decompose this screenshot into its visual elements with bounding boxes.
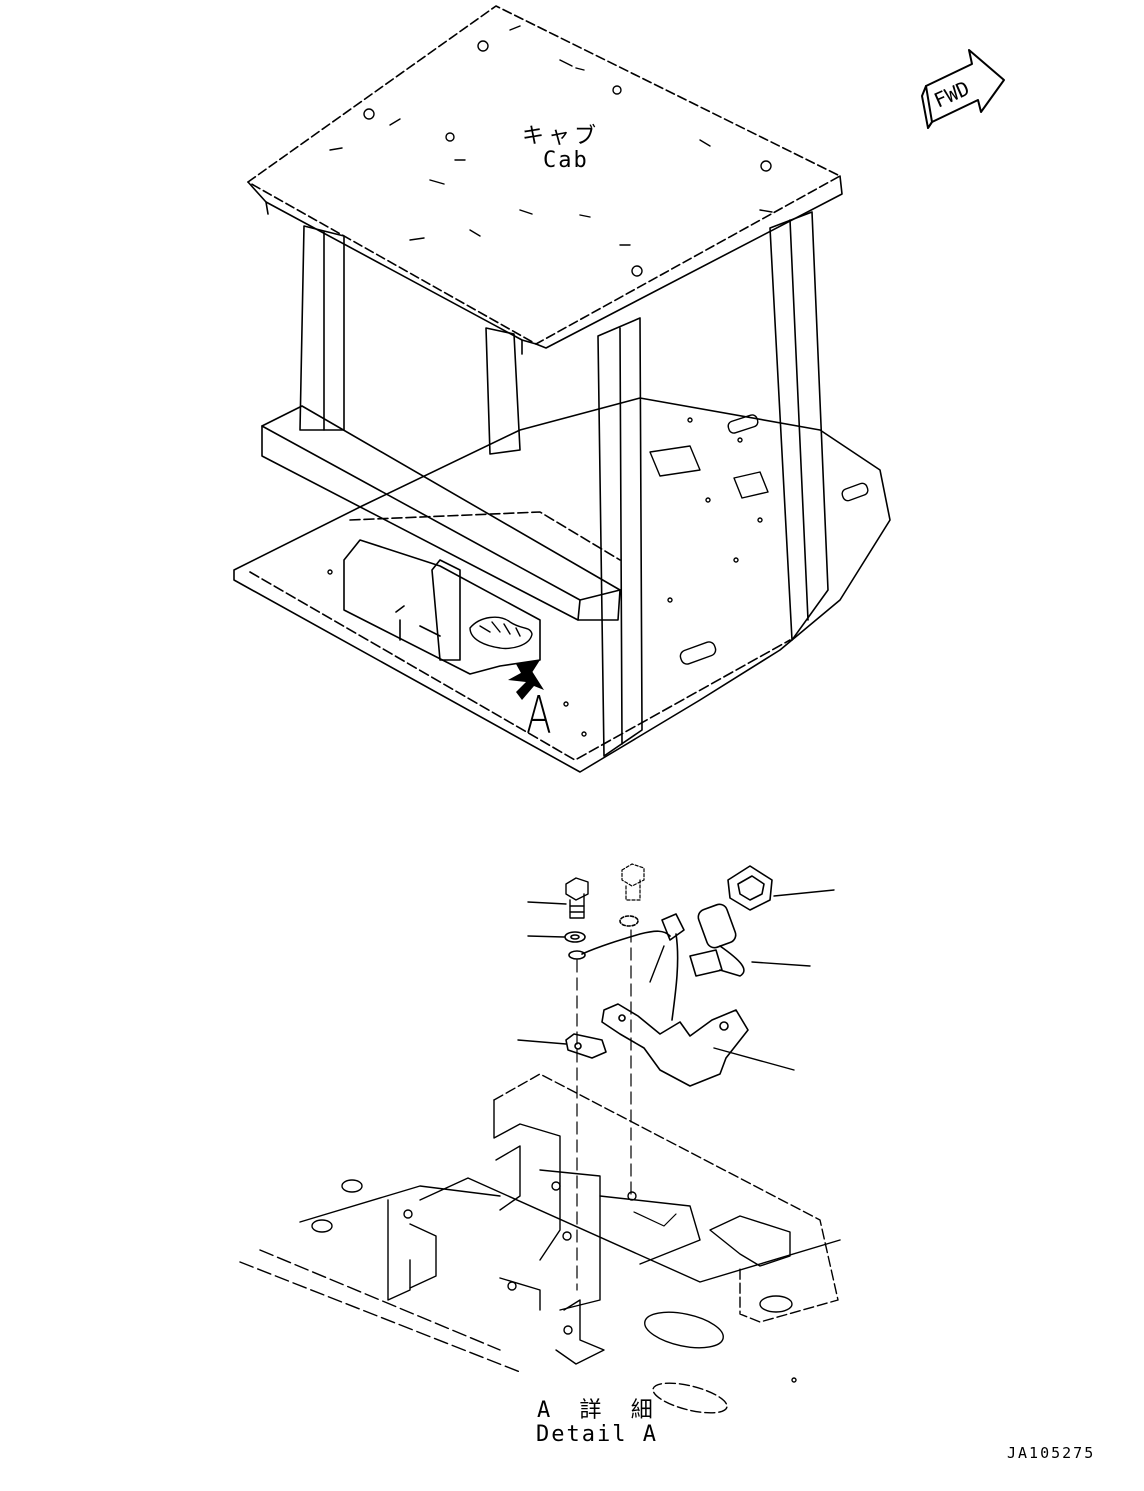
washer-1 [564, 931, 586, 943]
cab-pillar-right-front [597, 317, 643, 757]
cab-pillar-left-rear [485, 327, 521, 455]
detail-a-assembly [239, 863, 841, 1414]
sensor-cap [727, 865, 773, 911]
cab-floor [233, 397, 891, 773]
washer-3 [568, 950, 586, 960]
harness-clamp [565, 1033, 607, 1059]
sensor-bracket [601, 1003, 749, 1087]
bolt-left [565, 877, 589, 919]
view-a-label: A [526, 686, 552, 746]
cab-mount-panel [343, 539, 541, 675]
cab-label-jp: キャブ [522, 124, 601, 149]
figure-code: JA105275 [1007, 1444, 1096, 1462]
sensor-harness [581, 903, 745, 1021]
cab-label-en: Cab [543, 148, 589, 173]
fwd-arrow-icon: FWD [921, 49, 1005, 129]
leader-lines [517, 889, 835, 1071]
bolt-right [621, 863, 645, 901]
view-a-arrow-icon [508, 660, 544, 700]
washer-2 [619, 915, 639, 927]
cab-pillar-right-rear [769, 211, 829, 641]
cab-cross-beam [261, 405, 621, 621]
cab-assembly [233, 5, 891, 773]
cab-pillar-left-front [299, 225, 345, 431]
detail-frame [239, 1073, 841, 1414]
detail-label-jp: A 詳 細 [537, 1398, 661, 1423]
cab-harness-connector [469, 616, 533, 650]
detail-label-en: Detail A [536, 1422, 658, 1447]
cab-roof [247, 5, 841, 345]
